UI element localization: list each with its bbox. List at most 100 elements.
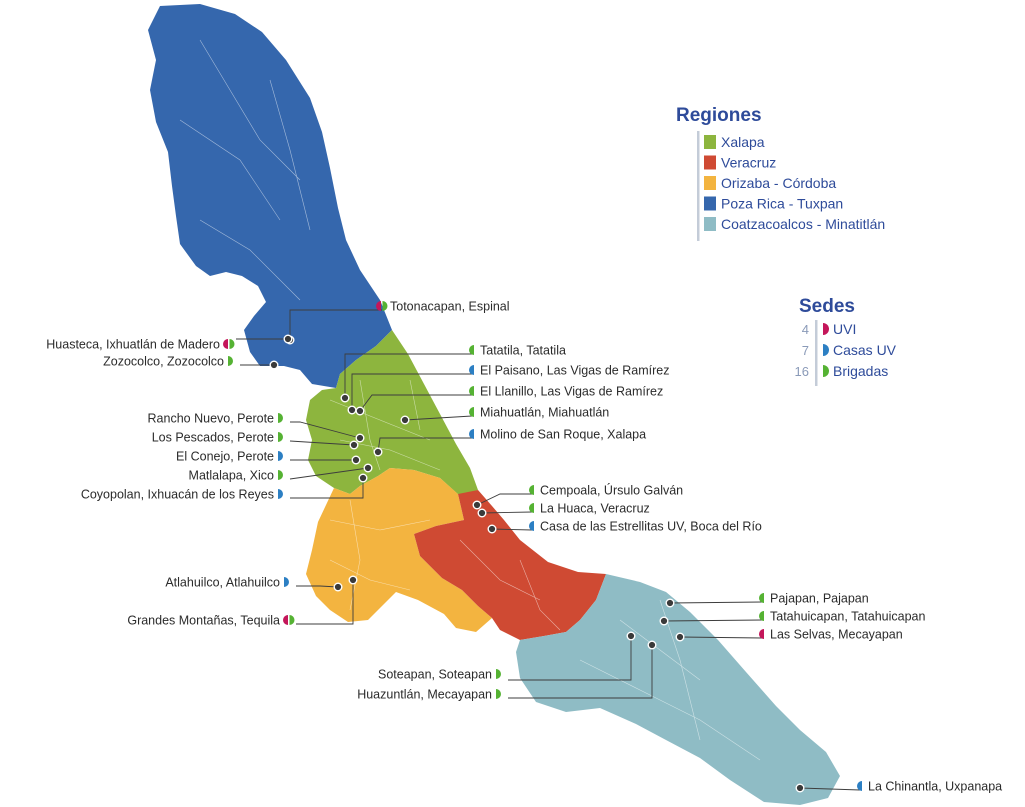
site-location-dot[interactable] [351,455,361,465]
site-location-dot[interactable] [363,463,373,473]
site-label: Huasteca, Ixhuatlán de Madero [46,338,220,352]
leader-line [289,309,382,340]
legend-region-label: Coatzacoalcos - Minatitlán [721,216,885,232]
site-marker[interactable]: El Paisano, Las Vigas de Ramírez [347,364,669,415]
site-location-dot[interactable] [665,598,675,608]
site-type-icon [529,521,534,531]
site-type-icon [496,669,501,679]
site-type-icon [229,339,235,349]
site-label: El Paisano, Las Vigas de Ramírez [480,364,669,378]
site-marker[interactable]: Tatahuicapan, Tatahuicapan [659,610,925,626]
site-label: Casa de las Estrellitas UV, Boca del Río [540,520,762,534]
legend-sede-count: 4 [802,322,809,337]
site-marker[interactable]: Huasteca, Ixhuatlán de Madero [46,334,293,352]
site-marker[interactable]: El Llanillo, Las Vigas de Ramírez [355,385,663,416]
site-location-dot[interactable] [626,631,636,641]
site-marker[interactable]: Pajapan, Pajapan [665,592,869,608]
site-location-dot[interactable] [472,500,482,510]
site-location-dot[interactable] [477,508,487,518]
site-location-dot[interactable] [373,447,383,457]
leader-line [377,437,472,453]
site-label: Las Selvas, Mecayapan [770,628,903,642]
leader-line [669,601,763,604]
legend-swatch [704,135,716,149]
site-marker[interactable]: Zozocolco, Zozocolco [103,355,279,370]
site-label: Matlalapa, Xico [189,469,275,483]
site-type-icon [376,301,381,311]
site-location-dot[interactable] [659,616,669,626]
site-marker[interactable]: La Huaca, Veracruz [477,502,650,518]
site-type-icon [469,407,474,417]
site-location-dot[interactable] [348,575,358,585]
site-type-icon [857,781,862,791]
leader-line [481,511,533,514]
site-location-dot[interactable] [283,334,293,344]
site-type-icon [759,611,764,621]
site-label: Soteapan, Soteapan [378,668,492,682]
site-type-icon [278,489,283,499]
legend-sede-count: 16 [795,364,809,379]
site-label: La Chinantla, Uxpanapa [868,780,1002,794]
site-label: Grandes Montañas, Tequila [127,614,280,628]
site-location-dot[interactable] [333,582,343,592]
site-marker[interactable]: Coyopolan, Ixhuacán de los Reyes [81,473,368,502]
site-marker[interactable]: Cempoala, Úrsulo Galván [472,483,683,510]
site-marker[interactable]: Huazuntlán, Mecayapan [357,640,657,702]
site-label: Tatahuicapan, Tatahuicapan [770,610,925,624]
leader-line [289,467,369,480]
site-location-dot[interactable] [355,433,365,443]
site-marker[interactable]: Las Selvas, Mecayapan [675,628,903,642]
site-marker[interactable]: La Chinantla, Uxpanapa [795,780,1002,794]
legend-sede-label: Casas UV [833,342,897,358]
site-location-dot[interactable] [647,640,657,650]
site-marker[interactable]: Casa de las Estrellitas UV, Boca del Río [487,520,762,534]
legend-region-label: Veracruz [721,155,776,171]
site-type-icon [228,356,233,366]
site-location-dot[interactable] [355,406,365,416]
legend-sede-label: Brigadas [833,363,888,379]
site-marker[interactable]: Los Pescados, Perote [152,431,359,450]
leader-line [663,619,763,622]
region-coatzacoalcos-minatitlan[interactable] [516,574,840,805]
site-marker[interactable]: Matlalapa, Xico [189,463,373,483]
legend-swatch [704,176,716,190]
site-marker[interactable]: Rancho Nuevo, Perote [148,412,365,443]
legend-sedes-title: Sedes [799,296,855,317]
site-marker[interactable]: El Conejo, Perote [176,450,361,465]
regions-layer [148,4,840,805]
site-marker[interactable]: Grandes Montañas, Tequila [127,575,358,628]
site-label: Huazuntlán, Mecayapan [357,688,492,702]
region-poza-rica-tuxpan[interactable] [148,4,392,388]
region-veracruz[interactable] [414,490,606,640]
region-xalapa[interactable] [306,330,478,496]
region-orizaba-cordoba[interactable] [306,468,492,632]
site-location-dot[interactable] [795,783,805,793]
leader-line [799,787,861,791]
leader-line [344,353,472,398]
site-type-icon [289,615,295,625]
site-location-dot[interactable] [349,440,359,450]
site-location-dot[interactable] [269,360,279,370]
legend-sede-label: UVI [833,321,856,337]
site-location-dot[interactable] [358,473,368,483]
site-location-dot[interactable] [347,405,357,415]
leader-line [290,421,361,439]
site-type-icon [469,345,474,355]
leader-line [359,394,472,412]
site-marker[interactable]: Atlahuilco, Atlahuilco [165,576,343,592]
site-type-icon [223,339,228,349]
site-label: Cempoala, Úrsulo Galván [540,483,683,498]
site-marker[interactable]: Soteapan, Soteapan [378,631,636,682]
site-location-dot[interactable] [675,632,685,642]
site-location-dot[interactable] [400,415,410,425]
legend-sede-marker-icon [823,344,829,356]
site-label: Zozocolco, Zozocolco [103,355,224,369]
site-marker[interactable]: Miahuatlán, Miahuatlán [400,406,609,425]
site-type-icon [283,615,288,625]
site-marker[interactable]: Molino de San Roque, Xalapa [373,428,646,457]
site-location-dot[interactable] [340,393,350,403]
site-marker[interactable]: Tatatila, Tatatila [340,344,566,403]
site-location-dot[interactable] [487,524,497,534]
legend-divider [697,131,700,241]
